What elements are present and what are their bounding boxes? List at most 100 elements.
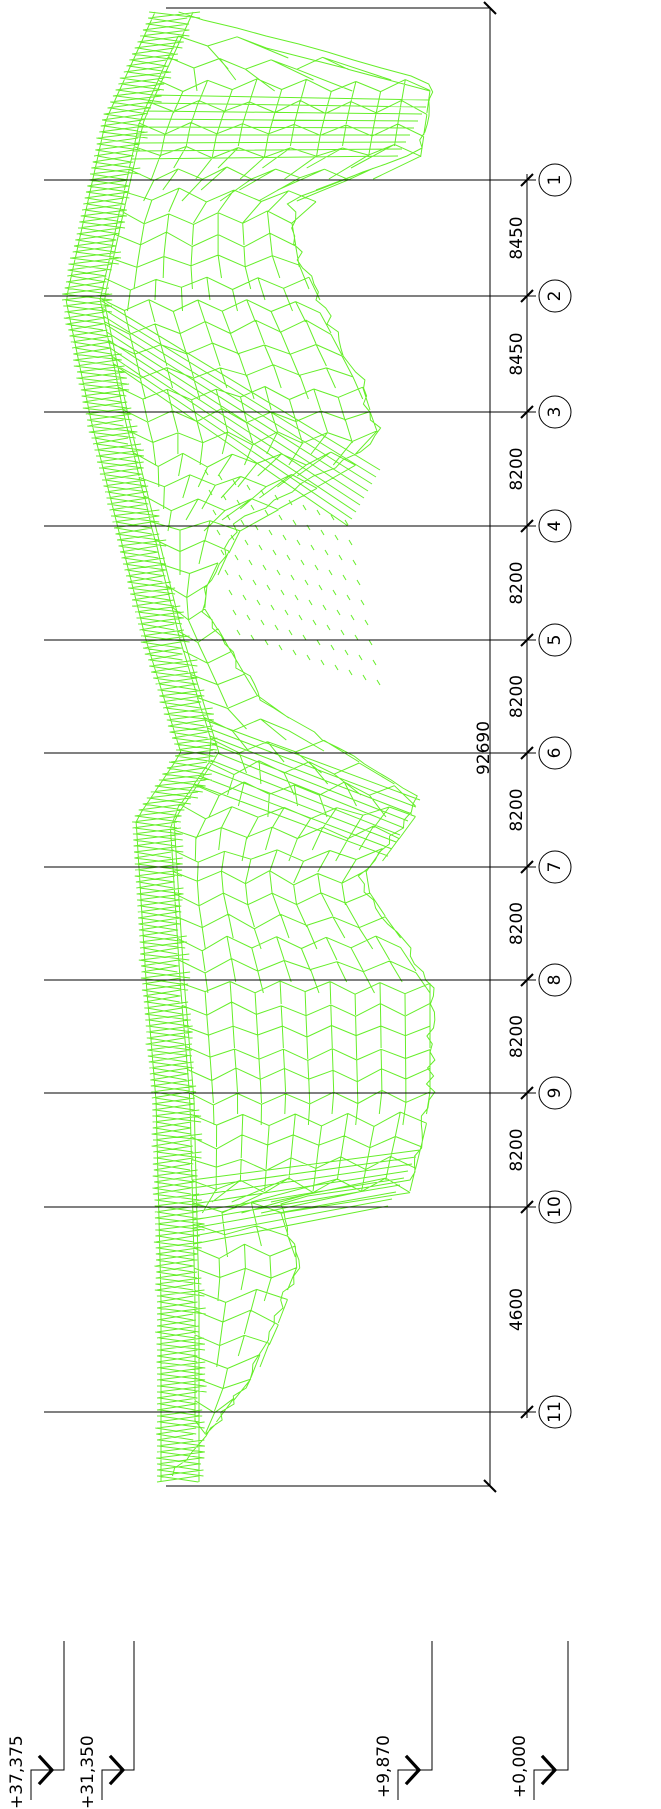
grid-axis-bubble	[538, 963, 572, 997]
elevation-label: +31,350	[78, 1735, 98, 1809]
grid-axis-label: 4	[545, 521, 565, 532]
mesh-node-mark	[360, 599, 365, 606]
mesh-node-mark	[348, 539, 353, 546]
mesh-node-mark	[292, 519, 297, 526]
mesh-node-mark	[218, 474, 223, 481]
mesh-node-mark	[352, 559, 357, 566]
mesh-node-mark	[318, 584, 323, 591]
elevation-marker: +0,000	[510, 1641, 569, 1800]
mesh-node-mark	[216, 529, 221, 536]
mesh-node-mark	[344, 519, 349, 526]
mesh-node-mark	[338, 554, 343, 561]
mesh-node-mark	[348, 669, 353, 676]
mesh-node-mark	[312, 619, 317, 626]
mesh-node-mark	[364, 619, 369, 626]
mesh-node-mark	[274, 494, 279, 501]
mesh-node-mark	[356, 579, 361, 586]
mesh-node-mark	[302, 634, 307, 641]
mesh-node-mark	[260, 619, 265, 626]
elevation-label: +37,375	[7, 1735, 27, 1809]
mesh-node-mark	[252, 579, 257, 586]
mesh-node-mark	[274, 624, 279, 631]
mesh-node-mark	[320, 529, 325, 536]
mesh-node-mark	[288, 499, 293, 506]
grid-axis-bubble	[538, 279, 572, 313]
dimension-label: 8450	[507, 332, 527, 375]
mesh-node-mark	[246, 484, 251, 491]
mesh-node-mark	[248, 559, 253, 566]
mesh-node-mark	[258, 544, 263, 551]
mesh-node-mark	[242, 594, 247, 601]
mesh-node-mark	[322, 604, 327, 611]
mesh-node-mark	[240, 519, 245, 526]
mesh-node-mark	[278, 514, 283, 521]
mesh-node-mark	[250, 504, 255, 511]
mesh-node-mark	[340, 629, 345, 636]
mesh-node-mark	[232, 609, 237, 616]
mesh-node-mark	[236, 499, 241, 506]
mesh-node-mark	[208, 489, 213, 496]
grid-axis-bubble	[538, 1395, 572, 1429]
dimension-label: 8200	[507, 447, 527, 490]
mesh-node-mark	[320, 659, 325, 666]
grid-axis-label: 1	[545, 175, 565, 186]
mesh-node-mark	[276, 569, 281, 576]
mesh-node-mark	[334, 664, 339, 671]
grid-axis-bubble	[538, 509, 572, 543]
mesh-node-mark	[330, 514, 335, 521]
grid-axis-label: 10	[545, 1196, 565, 1218]
dimension-label: 8450	[507, 216, 527, 259]
mesh-node-mark	[266, 584, 271, 591]
mesh-node-mark	[278, 644, 283, 651]
mesh-node-mark	[294, 594, 299, 601]
mesh-node-mark	[268, 529, 273, 536]
mesh-node-mark	[314, 564, 319, 571]
mesh-node-mark	[234, 554, 239, 561]
mesh-node-mark	[246, 614, 251, 621]
mesh-node-mark	[236, 629, 241, 636]
mesh-node-mark	[280, 589, 285, 596]
mesh-node-mark	[330, 644, 335, 651]
mesh-node-mark	[230, 534, 235, 541]
mesh-node-mark	[286, 554, 291, 561]
elevation-label: +0,000	[510, 1735, 530, 1798]
mesh-node-mark	[332, 589, 337, 596]
mesh-node-mark	[256, 599, 261, 606]
mesh-node-mark	[376, 679, 381, 686]
mesh-node-mark	[296, 539, 301, 546]
grid-axis-bubble	[538, 395, 572, 429]
elevation-marker: +37,375	[7, 1641, 65, 1809]
mesh-node-mark	[264, 639, 269, 646]
mesh-node-mark	[310, 544, 315, 551]
mesh-node-mark	[232, 479, 237, 486]
mesh-node-mark	[228, 589, 233, 596]
mesh-node-mark	[204, 469, 209, 476]
grid-axis-label: 11	[545, 1401, 565, 1423]
grid-axis-label: 7	[545, 862, 565, 873]
elevation-label: +9,870	[374, 1735, 394, 1798]
mesh-node-mark	[270, 604, 275, 611]
mesh-node-mark	[260, 489, 265, 496]
mesh-node-mark	[346, 594, 351, 601]
grid-axes: 1234567891011845084508200820082008200820…	[44, 163, 572, 1429]
mesh-node-mark	[308, 599, 313, 606]
grid-axis-bubble	[538, 1190, 572, 1224]
mesh-node-mark	[282, 534, 287, 541]
mesh-node-mark	[344, 649, 349, 656]
dimension-label: 4600	[507, 1288, 527, 1331]
mesh-node-mark	[362, 674, 367, 681]
grid-axis-label: 2	[545, 291, 565, 302]
dimension-label: 8200	[507, 561, 527, 604]
mesh-node-mark	[262, 564, 267, 571]
grid-axis-label: 8	[545, 975, 565, 986]
mesh-node-mark	[328, 569, 333, 576]
grid-axis-label: 5	[545, 635, 565, 646]
mesh-node-mark	[212, 509, 217, 516]
mesh-node-mark	[350, 614, 355, 621]
mesh-node-mark	[222, 494, 227, 501]
mesh-node-mark	[354, 634, 359, 641]
elevation-marker: +31,350	[78, 1641, 135, 1809]
mesh-node-mark	[220, 549, 225, 556]
mesh-node-mark	[316, 509, 321, 516]
mesh-node-mark	[368, 639, 373, 646]
